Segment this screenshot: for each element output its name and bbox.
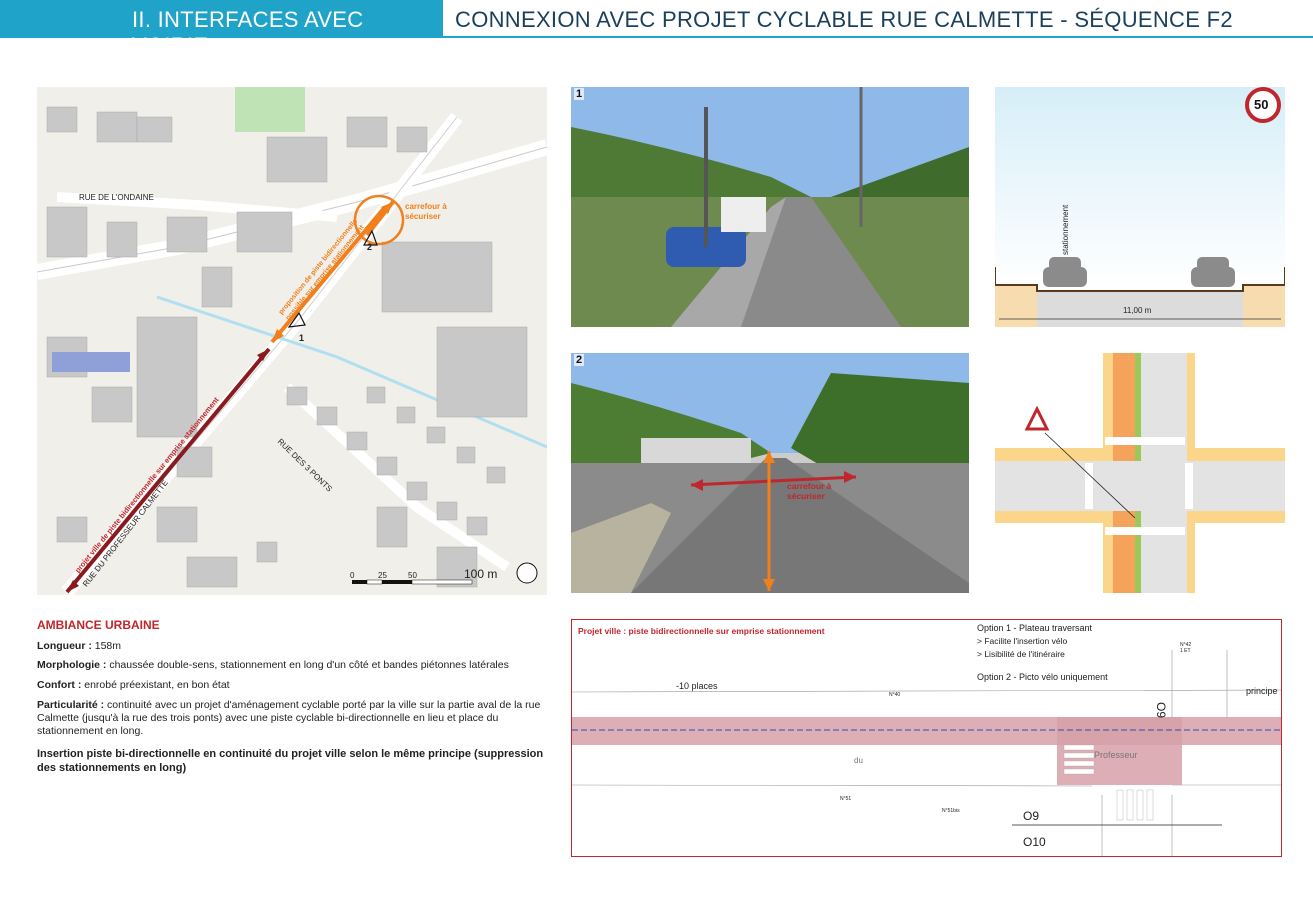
plan-o10: O10 xyxy=(1023,835,1046,849)
plan-n42: N°42 1 ET xyxy=(1180,642,1192,654)
ambiance-particularite: Particularité : continuité avec un proje… xyxy=(37,699,547,738)
plan-n51: N°51 xyxy=(840,796,852,802)
road-width-label: 11,00 m xyxy=(1123,306,1152,315)
map-scale-50: 50 xyxy=(408,571,417,580)
partic-value: continuité avec un projet d'aménagement … xyxy=(37,699,541,737)
plan-street-professeur: Professeur xyxy=(1094,750,1138,760)
map-label-carrefour: carrefour à sécuriser xyxy=(405,202,447,221)
plan-o9: O9 xyxy=(1023,809,1040,823)
confort-label: Confort : xyxy=(37,679,82,691)
partic-label: Particularité : xyxy=(37,699,105,711)
confort-value: enrobé préexistant, en bon état xyxy=(81,679,230,691)
plan-option-2: Option 2 - Picto vélo uniquement xyxy=(977,672,1108,682)
page-title: CONNEXION AVEC PROJET CYCLABLE RUE CALME… xyxy=(455,7,1233,32)
plan-n40: N°40 xyxy=(889,692,901,698)
map-scale-0: 0 xyxy=(350,571,355,580)
morpho-label: Morphologie : xyxy=(37,659,107,671)
longueur-label: Longueur : xyxy=(37,640,92,652)
parking-label: stationnement xyxy=(1061,204,1070,255)
street-photo-1-drawing xyxy=(571,87,969,327)
plan-n51bis: N°51bis xyxy=(942,808,960,814)
header-section-bar: II. INTERFACES AVEC VOIRIE xyxy=(0,0,443,58)
plan-street-du: du xyxy=(854,756,863,765)
intersection-diagram xyxy=(995,353,1285,593)
street-photo-1: 1 xyxy=(571,87,969,327)
ambiance-longueur: Longueur : 158m xyxy=(37,640,547,653)
plan-o9-vertical: O9 xyxy=(1154,702,1168,719)
project-plan: Projet ville : piste bidirectionnelle su… xyxy=(571,619,1282,857)
plan-principe: principe xyxy=(1246,686,1278,696)
ambiance-insertion: Insertion piste bi-directionnelle en con… xyxy=(37,748,544,774)
site-map: RUE DE L'ONDAINE RUE DES 3 PONTS RUE DU … xyxy=(37,87,547,595)
plan-option-1a: > Facilite l'insertion vélo xyxy=(977,636,1068,646)
map-viewpoint-1: 1 xyxy=(299,333,305,343)
ambiance-confort: Confort : enrobé préexistant, en bon éta… xyxy=(37,679,547,692)
ambiance-morphologie: Morphologie : chaussée double-sens, stat… xyxy=(37,659,547,672)
morpho-value: chaussée double-sens, stationnement en l… xyxy=(106,659,509,671)
plan-title: Projet ville : piste bidirectionnelle su… xyxy=(578,626,825,636)
header-title-bar: CONNEXION AVEC PROJET CYCLABLE RUE CALME… xyxy=(443,0,1313,38)
plan-option-1: Option 1 - Plateau traversant xyxy=(977,623,1093,633)
map-viewpoint-2: 2 xyxy=(367,242,373,252)
map-scale-100: 100 m xyxy=(464,567,498,581)
map-scale-25: 25 xyxy=(378,571,387,580)
speed-limit-sign: 50 xyxy=(1254,97,1269,112)
longueur-value: 158m xyxy=(91,640,122,652)
map-label-rue-ondaine: RUE DE L'ONDAINE xyxy=(79,193,154,202)
street-photo-2-drawing xyxy=(571,353,969,593)
section-title: II. INTERFACES AVEC VOIRIE xyxy=(132,7,364,58)
photo-2-tag: 2 xyxy=(574,354,585,366)
street-photo-2: 2 carrefour à sécuriser xyxy=(571,353,969,593)
ambiance-title: AMBIANCE URBAINE xyxy=(37,618,160,632)
intersection-drawing xyxy=(995,353,1285,593)
project-plan-drawing xyxy=(572,650,1281,856)
plan-option-1b: > Lisibilité de l'itinéraire xyxy=(977,649,1065,659)
street-cross-section: 50 stationnement 11,00 m xyxy=(995,87,1285,327)
site-map-drawing xyxy=(37,87,547,595)
photo-1-tag: 1 xyxy=(574,88,585,100)
plan-places: -10 places xyxy=(676,681,718,691)
cross-section-drawing xyxy=(995,87,1285,327)
photo-2-carrefour-label: carrefour à sécuriser xyxy=(787,481,832,501)
